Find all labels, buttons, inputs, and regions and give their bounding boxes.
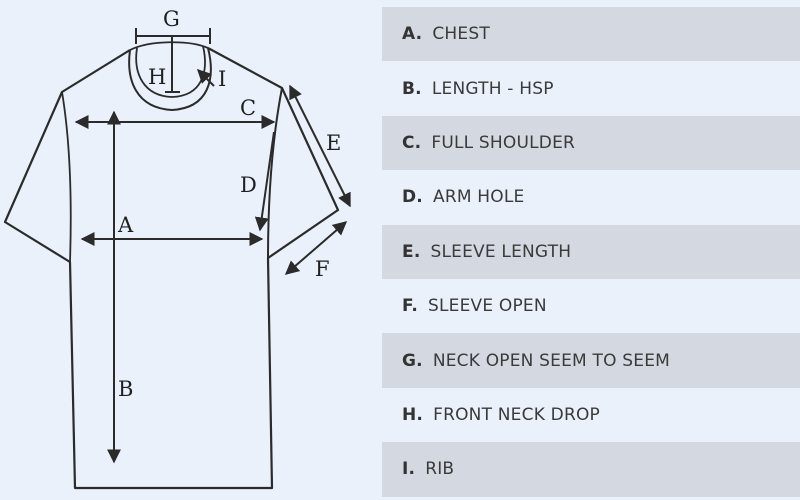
measure-i-arrow xyxy=(197,69,215,87)
legend-text: CHEST xyxy=(432,24,490,45)
label-a: A xyxy=(117,213,134,237)
measurement-legend: A. CHEST B. LENGTH - HSP C. FULL SHOULDE… xyxy=(382,7,800,497)
legend-text: LENGTH - HSP xyxy=(431,78,554,99)
legend-row-chest: A. CHEST xyxy=(382,7,800,62)
label-g: G xyxy=(163,7,180,31)
label-i: I xyxy=(218,67,226,91)
legend-text: RIB xyxy=(425,459,455,480)
label-b: B xyxy=(118,377,133,401)
legend-row-sleeve-open: F. SLEEVE OPEN xyxy=(382,279,800,333)
collar-inner xyxy=(135,45,206,98)
label-e: E xyxy=(326,131,341,155)
label-c: C xyxy=(240,96,256,120)
legend-row-sleeve-length: E. SLEEVE LENGTH xyxy=(382,224,800,279)
legend-text: ARM HOLE xyxy=(432,187,525,208)
legend-text: NECK OPEN SEEM TO SEEM xyxy=(432,350,671,371)
legend-key: I. xyxy=(402,459,416,480)
legend-text: SLEEVE OPEN xyxy=(427,296,547,317)
legend-row-length: B. LENGTH - HSP xyxy=(382,61,800,115)
legend-row-rib: I. RIB xyxy=(382,442,800,497)
legend-row-full-shoulder: C. FULL SHOULDER xyxy=(382,115,800,171)
label-d: D xyxy=(240,173,257,197)
legend-text: SLEEVE LENGTH xyxy=(430,241,572,262)
legend-key: D. xyxy=(402,187,423,208)
legend-text: FULL SHOULDER xyxy=(431,132,576,153)
measure-f-arrow xyxy=(284,221,348,275)
legend-key: H. xyxy=(402,404,424,425)
measure-e-arrow xyxy=(289,84,351,208)
collar-top xyxy=(129,41,209,51)
label-f: F xyxy=(315,257,330,281)
legend-text: FRONT NECK DROP xyxy=(433,404,600,425)
legend-key: E. xyxy=(402,241,421,262)
legend-row-front-neck-drop: H. FRONT NECK DROP xyxy=(382,388,800,442)
armhole-line xyxy=(267,87,283,259)
legend-key: A. xyxy=(402,24,423,45)
tshirt-diagram: G H I C E D A F B xyxy=(3,7,351,490)
legend-row-neck-open: G. NECK OPEN SEEM TO SEEM xyxy=(382,333,800,388)
label-h: H xyxy=(148,65,166,89)
legend-key: G. xyxy=(402,350,423,371)
legend-key: B. xyxy=(402,78,422,99)
left-armhole-line xyxy=(61,91,72,263)
legend-key: F. xyxy=(402,296,418,317)
legend-key: C. xyxy=(402,132,422,153)
measure-d-arrow xyxy=(254,131,275,232)
tshirt-outline xyxy=(3,47,340,490)
legend-row-arm-hole: D. ARM HOLE xyxy=(382,170,800,224)
